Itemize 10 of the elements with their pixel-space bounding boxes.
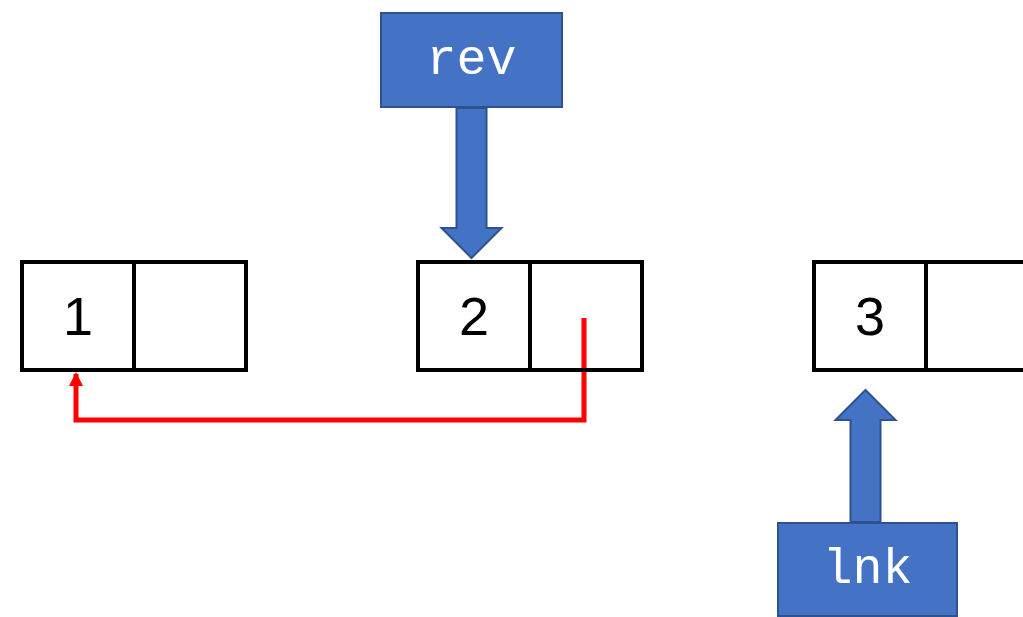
pointer-name: lnk [822,540,913,600]
block-arrow [439,107,504,260]
pointer-label-box [380,12,563,108]
cell-value: 1 [62,284,93,348]
cell-value: 2 [458,284,489,348]
cell-value: 3 [854,284,885,348]
arrow [69,318,587,423]
pointer-label-box [777,522,958,617]
block-arrow [833,388,898,523]
pointer-name: rev [426,30,517,91]
